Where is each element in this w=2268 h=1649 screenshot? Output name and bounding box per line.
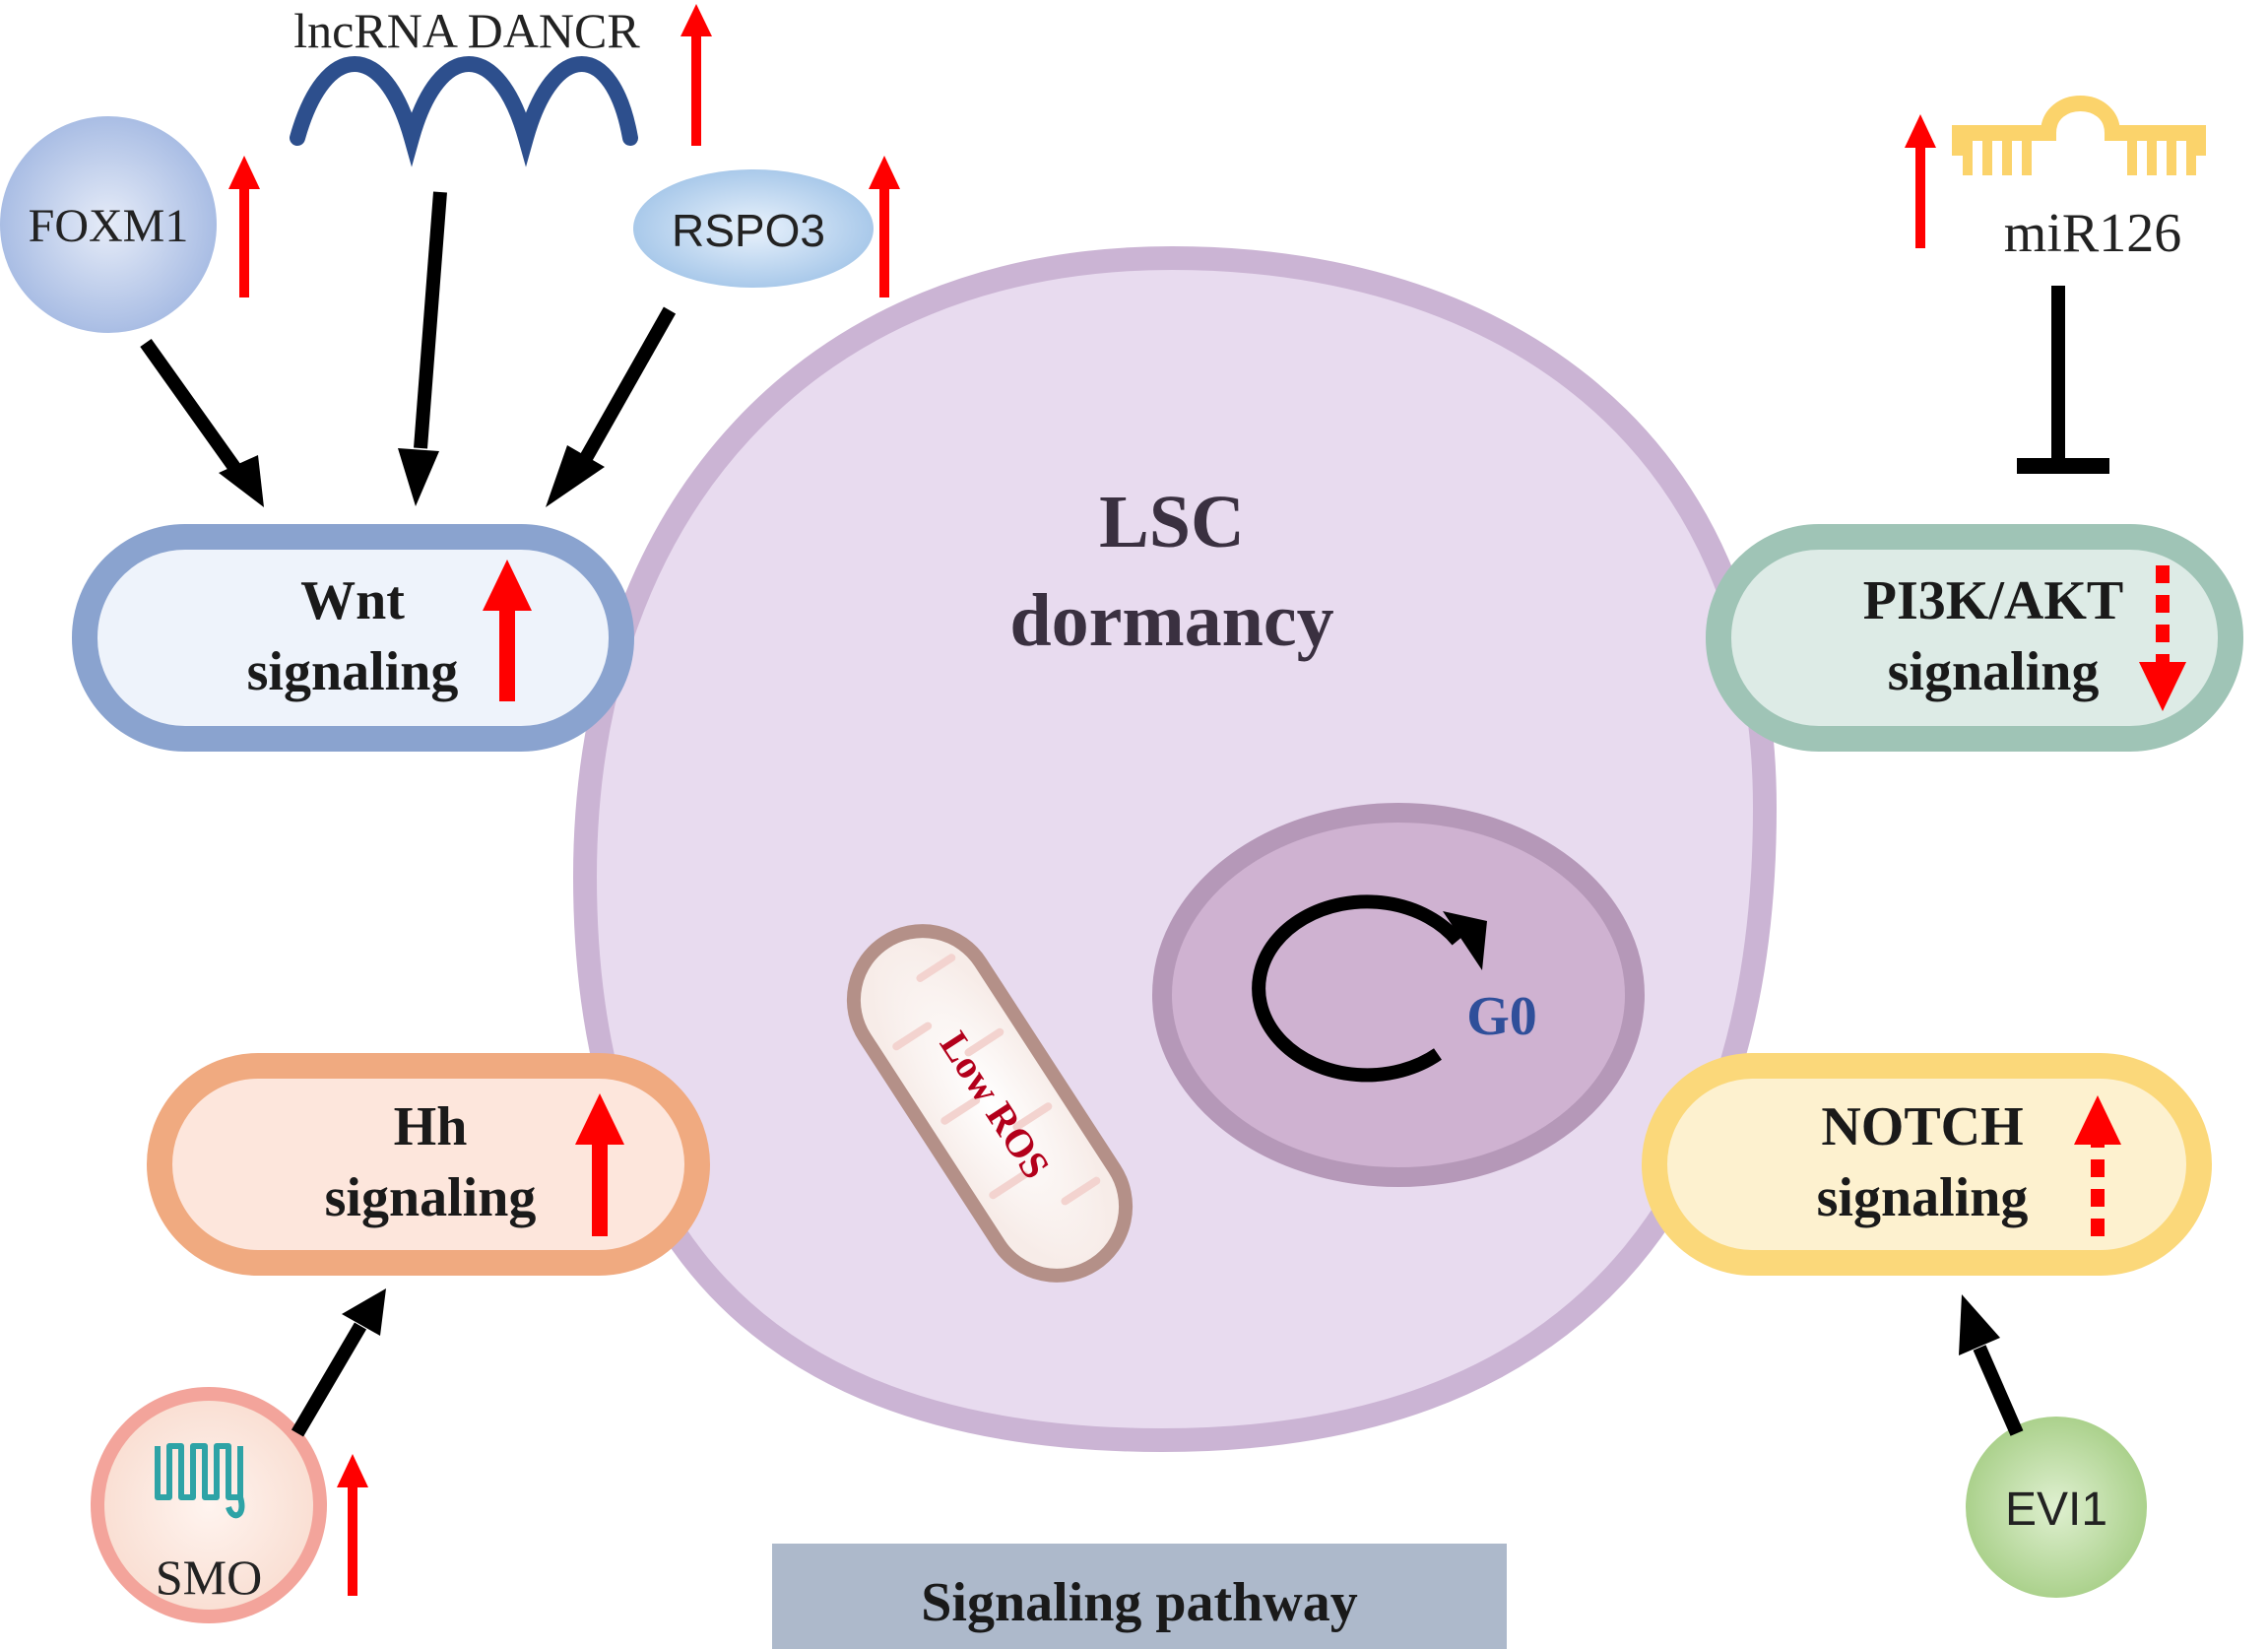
g0-label: G0	[1466, 986, 1537, 1047]
evi1-node: EVI1	[1966, 1417, 2147, 1598]
foxm1-node: FOXM1	[0, 116, 217, 333]
foxm1-up-arrow-icon	[228, 156, 260, 297]
hh-pathway-box: Hh signaling	[147, 1053, 710, 1276]
rspo3-label: RSPO3	[672, 205, 825, 256]
pi3k-label-line1: PI3K/AKT	[1863, 570, 2123, 631]
nucleus	[1152, 803, 1645, 1187]
smo-node: SMO	[91, 1387, 327, 1623]
hh-up-arrow-icon	[575, 1093, 624, 1236]
footer-label: Signaling pathway	[921, 1572, 1358, 1633]
rspo3-activation-arrow-icon	[546, 306, 677, 507]
transmembrane-receptor-icon	[155, 1443, 245, 1519]
wnt-pathway-box: Wnt signaling	[72, 524, 634, 752]
rspo3-node: RSPO3	[633, 169, 874, 288]
notch-label-line1: NOTCH	[1821, 1096, 2023, 1157]
wnt-label-line2: signaling	[247, 641, 459, 702]
mitochondrion	[846, 924, 1134, 1283]
cell-cycle-arrowhead-icon	[1443, 911, 1487, 970]
lsc-title-line1: LSC	[1099, 481, 1245, 563]
footer-bar: Signaling pathway	[772, 1544, 1507, 1649]
rspo3-up-arrow-icon	[869, 156, 900, 297]
mir126-node: miR126	[1952, 96, 2206, 264]
notch-label-line2: signaling	[1817, 1167, 2029, 1228]
dancr-up-arrow-icon	[680, 4, 712, 146]
pi3k-down-dashed-arrow-icon	[2139, 565, 2186, 711]
mirna-hairpin-icon	[1952, 96, 2206, 156]
cell-cycle-arrow-icon	[1252, 894, 1463, 1083]
notch-pathway-box: NOTCH signaling	[1642, 1053, 2212, 1276]
mitochondrion-cristae-icon	[892, 954, 1101, 1206]
cell-membrane	[572, 245, 1778, 1453]
dancr-activation-arrow-icon	[398, 191, 447, 506]
foxm1-activation-arrow-icon	[140, 338, 264, 507]
mir126-inhibition-icon	[2017, 286, 2109, 474]
mir126-label: miR126	[2004, 203, 2181, 264]
lsc-title-line2: dormancy	[1009, 579, 1333, 662]
hh-label-line2: signaling	[325, 1167, 537, 1228]
pi3k-label-line2: signaling	[1888, 641, 2100, 702]
rna-wave-icon	[290, 56, 638, 167]
lsc-cell: LSC dormancy G0 Low ROS	[572, 245, 1778, 1453]
mir126-up-arrow-icon	[1905, 114, 1936, 248]
foxm1-label: FOXM1	[29, 200, 189, 252]
hh-label-line1: Hh	[394, 1096, 468, 1157]
dancr-node: lncRNA DANCR	[290, 3, 640, 167]
pi3k-pathway-box: PI3K/AKT signaling	[1706, 524, 2243, 752]
smo-up-arrow-icon	[337, 1454, 368, 1596]
evi1-label: EVI1	[2005, 1484, 2107, 1536]
notch-up-dashed-arrow-icon	[2074, 1095, 2121, 1236]
mirna-teeth-icon	[1963, 138, 2196, 175]
smo-activation-arrow-icon	[291, 1288, 386, 1437]
evi1-activation-arrow-icon	[1959, 1294, 2024, 1436]
wnt-label-line1: Wnt	[300, 570, 405, 631]
wnt-up-arrow-icon	[483, 560, 532, 701]
dancr-label: lncRNA DANCR	[293, 3, 640, 58]
smo-label: SMO	[156, 1550, 262, 1605]
